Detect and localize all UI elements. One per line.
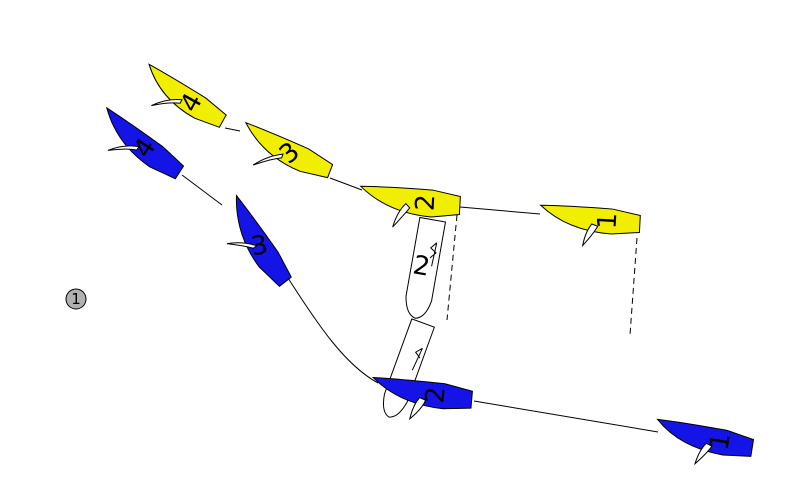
blue-boat-3: 3 (226, 194, 292, 288)
ghost-lower-sail (411, 347, 423, 371)
blue-boat-1-hull (656, 418, 755, 457)
blue-boat-2: 2 (371, 376, 473, 421)
blue-boat-4-hull (105, 106, 185, 180)
yellow-boat-3-hull (244, 121, 334, 179)
yellow-boat-1: 1 (539, 204, 641, 248)
yellow-boat-1-label: 1 (593, 212, 624, 230)
blue-boat-3-label: 3 (249, 230, 271, 262)
ghost-sail (429, 242, 438, 267)
blue-boat-2-sail (408, 397, 427, 421)
yellow-boat-2-sail (392, 202, 411, 228)
overlap-line-yellow-1 (629, 237, 638, 336)
yellow-boat-3-sail (252, 153, 284, 166)
yellow-track (224, 127, 541, 215)
yellow-boat-2: 2 (359, 185, 461, 228)
blue-boat-4: 4 (105, 106, 185, 180)
ghost-boat-2: 2 (405, 216, 447, 319)
yellow-boat-2-label: 2 (411, 194, 442, 212)
yellow-boat-2-hull (359, 185, 461, 218)
ghost-hull (405, 216, 447, 319)
yellow-boat-4-hull (148, 63, 227, 128)
overlap-line-yellow-2 (446, 214, 458, 321)
blue-boat-2-hull (371, 376, 473, 410)
blue-boat-1-sail (694, 442, 713, 466)
blue-boat-1-label: 1 (705, 431, 737, 452)
yellow-boat-1-hull (539, 204, 641, 235)
marker-label: 1 (71, 290, 81, 308)
yellow-boat-4-sail (151, 99, 183, 107)
blue-boat-1: 1 (656, 418, 755, 466)
ghost-label: 2 (411, 250, 433, 282)
marker-circle (65, 288, 87, 310)
blue-boat-4-sail (107, 145, 140, 151)
blue-boat-2-label: 2 (420, 385, 451, 404)
yellow-boat-1-sail (581, 223, 599, 248)
yellow-boat-3: 3 (244, 121, 334, 179)
blue-boat-3-hull (235, 194, 292, 288)
position-marker: 1 (65, 288, 87, 310)
blue-track (181, 174, 659, 433)
blue-boat-3-sail (226, 242, 258, 249)
yellow-boat-4: 4 (148, 63, 227, 128)
